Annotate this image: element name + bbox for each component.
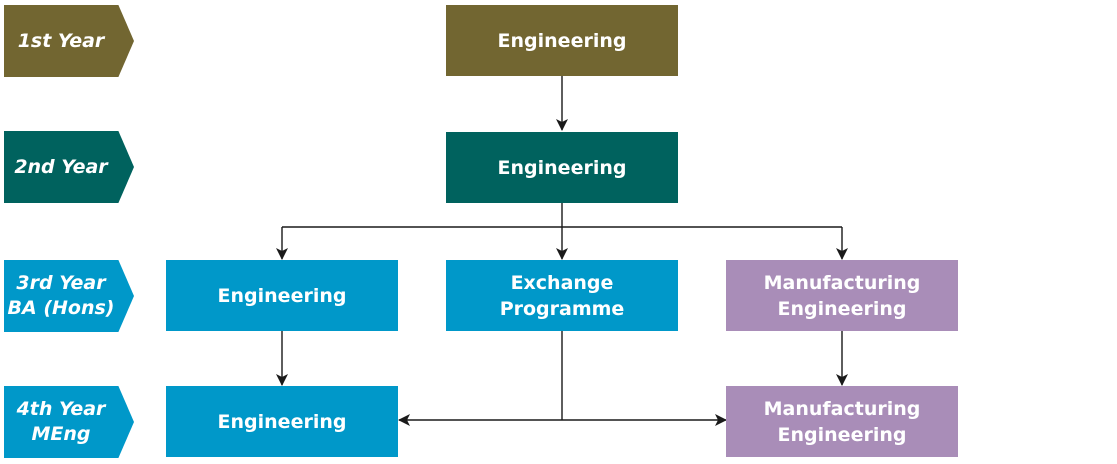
box-year3-engineering: Engineering [166, 260, 398, 331]
year-tag-3rd: 3rd Year BA (Hons) [4, 260, 134, 332]
year-tag-1st: 1st Year [4, 5, 134, 77]
year-tag-label: 2nd Year [14, 155, 108, 178]
year-tag-label: 4th Year MEng [16, 398, 106, 445]
box-label: Manufacturing Engineering [763, 271, 921, 320]
box-label: Manufacturing Engineering [763, 397, 921, 446]
box-year2-engineering: Engineering [446, 132, 678, 203]
box-label: Engineering [217, 284, 347, 307]
box-label: Engineering [497, 156, 627, 179]
box-year4-manufacturing-engineering: Manufacturing Engineering [726, 386, 958, 457]
box-label: Exchange Programme [499, 271, 625, 320]
year-tag-4th: 4th Year MEng [4, 386, 134, 458]
year-tag-label: 1st Year [17, 29, 105, 52]
box-year3-manufacturing-engineering: Manufacturing Engineering [726, 260, 958, 331]
year-tag-label: 3rd Year BA (Hons) [7, 272, 115, 319]
box-label: Engineering [497, 29, 627, 52]
box-year1-engineering: Engineering [446, 5, 678, 76]
box-label: Engineering [217, 410, 347, 433]
year-tag-2nd: 2nd Year [4, 131, 134, 203]
box-year3-exchange-programme: Exchange Programme [446, 260, 678, 331]
box-year4-engineering: Engineering [166, 386, 398, 457]
